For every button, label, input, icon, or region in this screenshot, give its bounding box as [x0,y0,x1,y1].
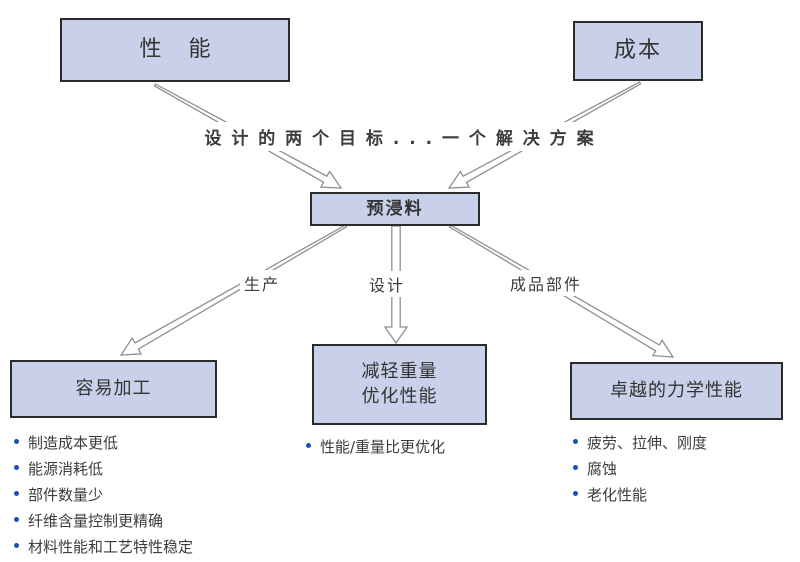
arrow-prepreg-to-processing [119,224,348,356]
list-item: 腐蚀 [573,458,707,479]
list-item: 纤维含量控制更精确 [14,510,193,531]
bullet-icon [14,517,19,522]
box-cost: 成本 [573,21,703,81]
branch-label-production: 生产 [240,270,285,296]
branch-label-finished-parts: 成品部件 [506,270,587,296]
list-item-text: 疲劳、拉伸、刚度 [587,434,708,452]
box-weight-performance: 减轻重量 优化性能 [312,344,487,425]
list-item-text: 老化性能 [587,486,648,504]
goal-caption: 设 计 的 两 个 目 标 . . . 一 个 解 决 方 案 [198,122,602,151]
box-performance-label: 性 能 [139,37,221,63]
list-item-text: 能源消耗低 [28,460,104,478]
list-item: 制造成本更低 [14,432,193,453]
bullet-list-easy-processing: 制造成本更低 能源消耗低 部件数量少 纤维含量控制更精确 材料性能和工艺特性稳定 [14,432,193,562]
list-item: 老化性能 [573,484,707,505]
box-prepreg-label: 预浸料 [366,198,424,219]
bullet-icon [306,443,311,448]
box-weight-performance-line1: 减轻重量 [361,361,438,383]
box-performance: 性 能 [60,18,290,82]
bullet-icon [14,491,19,496]
diagram-canvas: 性 能 成本 设 计 的 两 个 目 标 . . . 一 个 解 决 方 案 预… [10,18,783,556]
box-mechanical-properties: 卓越的力学性能 [570,362,783,420]
bullet-icon [573,465,578,470]
bullet-list-weight-performance: 性能/重量比更优化 [306,436,445,462]
list-item-text: 部件数量少 [28,486,104,504]
list-item-text: 性能/重量比更优化 [320,438,446,456]
box-cost-label: 成本 [613,38,662,64]
bullet-list-mechanical: 疲劳、拉伸、刚度 腐蚀 老化性能 [573,432,707,510]
bullet-icon [573,439,578,444]
box-easy-processing: 容易加工 [10,360,217,418]
box-prepreg: 预浸料 [310,192,480,226]
list-item-text: 制造成本更低 [28,434,119,452]
list-item: 疲劳、拉伸、刚度 [573,432,707,453]
box-weight-performance-line2: 优化性能 [361,385,438,407]
branch-label-design: 设计 [365,271,410,297]
list-item: 能源消耗低 [14,458,193,479]
list-item: 性能/重量比更优化 [306,436,445,457]
list-item-text: 材料性能和工艺特性稳定 [28,538,194,556]
bullet-icon [573,491,578,496]
list-item-text: 纤维含量控制更精确 [28,512,164,530]
bullet-icon [14,439,19,444]
bullet-icon [14,543,19,548]
box-mechanical-properties-label: 卓越的力学性能 [610,379,743,401]
box-easy-processing-label: 容易加工 [75,377,152,399]
bullet-icon [14,465,19,470]
list-item-text: 腐蚀 [587,460,618,478]
list-item: 部件数量少 [14,484,193,505]
list-item: 材料性能和工艺特性稳定 [14,536,193,557]
